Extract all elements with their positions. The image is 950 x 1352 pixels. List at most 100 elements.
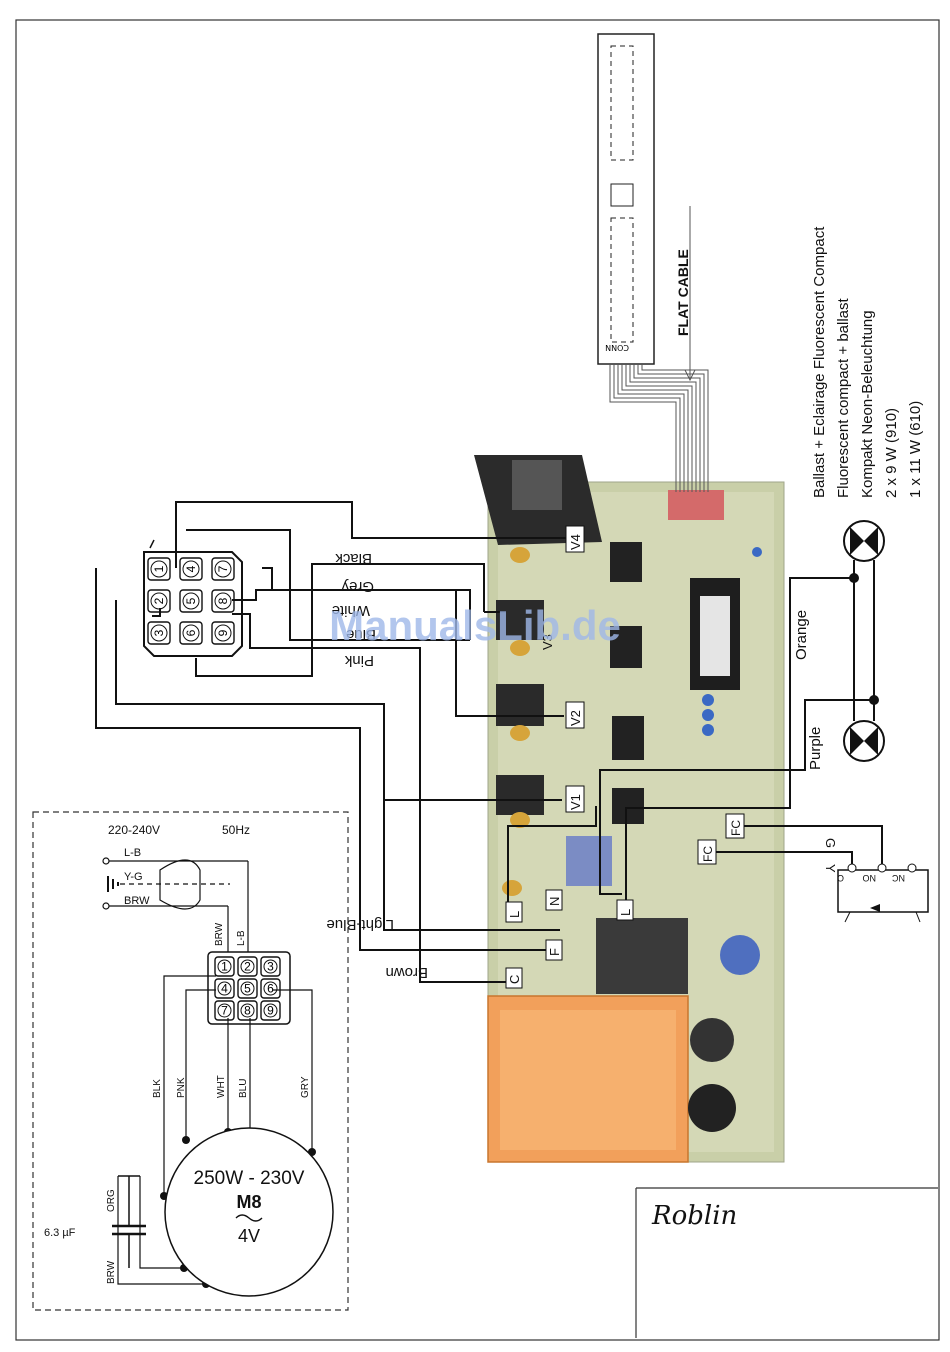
brand-box: Roblin [635,1187,938,1338]
connector-pin-ring-8 [214,592,232,610]
schematic-pin-label-5: 5 [244,982,251,996]
connector-pin-ring-9 [214,624,232,642]
label-pnk: PNK [176,1077,187,1098]
wire-label-g: G [823,838,838,848]
schematic-box [32,811,349,1311]
wire-label-grey: Grey [341,578,374,595]
schematic-pin-label-1: 1 [221,960,228,974]
ac-symbol-icon [235,1214,263,1222]
schematic-pin-ring-1 [217,959,232,974]
brand-logo: Roblin [651,1201,737,1231]
connector-pin-label-8: 8 [216,597,230,604]
lighting-text: Ballast + Eclairage Fluorescent Compact … [811,226,924,498]
supply-frequency: 50Hz [222,823,250,837]
label-brw-cap: BRW [106,1260,117,1284]
schematic-pin-ring-6 [263,981,278,996]
wire-label-white: White [332,602,370,619]
tag-fc2: FC [701,846,715,862]
wire-label-light-blue: Light-Blue [326,916,394,933]
flat-cable-label: FLAT CABLE [675,249,691,336]
page-frame [15,19,940,1341]
schematic-motor-wires [117,975,313,1285]
tag-l1: L [507,911,522,918]
schematic-pin-ring-5 [240,981,255,996]
wire-label-brown: Brown [385,964,428,981]
connector-pin-label-3: 3 [152,629,166,636]
wire-label-orange: Orange [793,610,810,660]
schematic-pin-ring-2 [240,959,255,974]
connector-pin-label-2: 2 [152,597,166,604]
label-lb: L-B [124,847,141,859]
board-terminal-tags: V4 V3 V2 V1 L N F C L FC FC [505,525,745,989]
watermark: ManualsLib.de [329,602,621,649]
tag-f: F [547,948,562,956]
motor-power: 250W - 230V [194,1168,305,1189]
schematic-pin-label-7: 7 [221,1004,228,1018]
schematic-pin-label-4: 4 [221,982,228,996]
schematic-pin-ring-7 [217,1003,232,1018]
lighting-line-1: Ballast + Eclairage Fluorescent Compact [811,226,828,498]
lamp-bottom [843,720,885,762]
connector-pin-ring-5 [182,592,200,610]
conn-label: CONN [605,343,629,352]
label-wht: WHT [216,1075,227,1098]
lamp-wiring [599,560,875,910]
label-brw: BRW [124,895,150,907]
display-module: CONN [597,33,655,365]
wire-label-y: Y [823,864,838,873]
motor-model: M8 [236,1192,261,1212]
schematic-pin-ring-9 [263,1003,278,1018]
flat-cable [609,364,709,492]
connector-pin-label-9: 9 [216,629,230,636]
flat-cable-header [668,490,724,520]
connector-pin-label-6: 6 [184,629,198,636]
connector-pin-ring-3 [150,624,168,642]
relay [596,918,688,994]
micro-switch: C NO NC [837,863,929,923]
lighting-line-2: Fluorescent compact + ballast [835,297,852,498]
connector-pin-ring-6 [182,624,200,642]
tag-v2: V2 [568,710,583,726]
connector-pin-ring-1 [150,560,168,578]
tag-v4: V4 [568,534,583,550]
tag-n: N [547,897,562,906]
label-yg: Y-G [124,871,143,883]
supply-voltage: 220-240V [108,823,160,837]
lighting-line-5: 1 x 11 W (610) [907,401,924,498]
label-blk: BLK [152,1079,163,1098]
harness-wires [95,501,597,983]
connector-pin-label-7: 7 [216,565,230,572]
switch-terminal-no: NO [863,873,877,883]
tag-fc1: FC [729,820,743,836]
connector-pin-label-5: 5 [184,597,198,604]
wire-label-purple: Purple [807,727,824,770]
switch-terminal-c: C [837,873,844,883]
label-brw-vertical: BRW [214,922,225,946]
connector-pin-ring-7 [214,560,232,578]
label-org: ORG [106,1189,117,1212]
pcb-board [474,455,785,1163]
schematic-pin-label-8: 8 [244,1004,251,1018]
schematic-pin-ring-3 [263,959,278,974]
lighting-line-4: 2 x 9 W (910) [883,408,900,498]
tag-v1: V1 [568,794,583,810]
label-blu: BLU [238,1079,249,1098]
tag-c: C [507,975,522,984]
tag-v3: V3 [540,634,555,650]
motor: 250W - 230V M8 4V [164,1127,334,1297]
wire-label-pink: Pink [344,652,374,669]
schematic-pin-ring-8 [240,1003,255,1018]
schematic-pin-label-6: 6 [267,982,274,996]
lamp-top [843,520,885,562]
label-lb-vertical: L-B [236,930,247,946]
schematic-pin-label-3: 3 [267,960,274,974]
capacitor-value: 6.3 µF [44,1227,76,1239]
label-gry: GRY [300,1076,311,1098]
capacitor [112,1175,146,1268]
switch-terminal-nc: NC [892,873,905,883]
lighting-line-3: Kompakt Neon-Beleuchtung [859,310,876,498]
mains-input [102,857,249,958]
